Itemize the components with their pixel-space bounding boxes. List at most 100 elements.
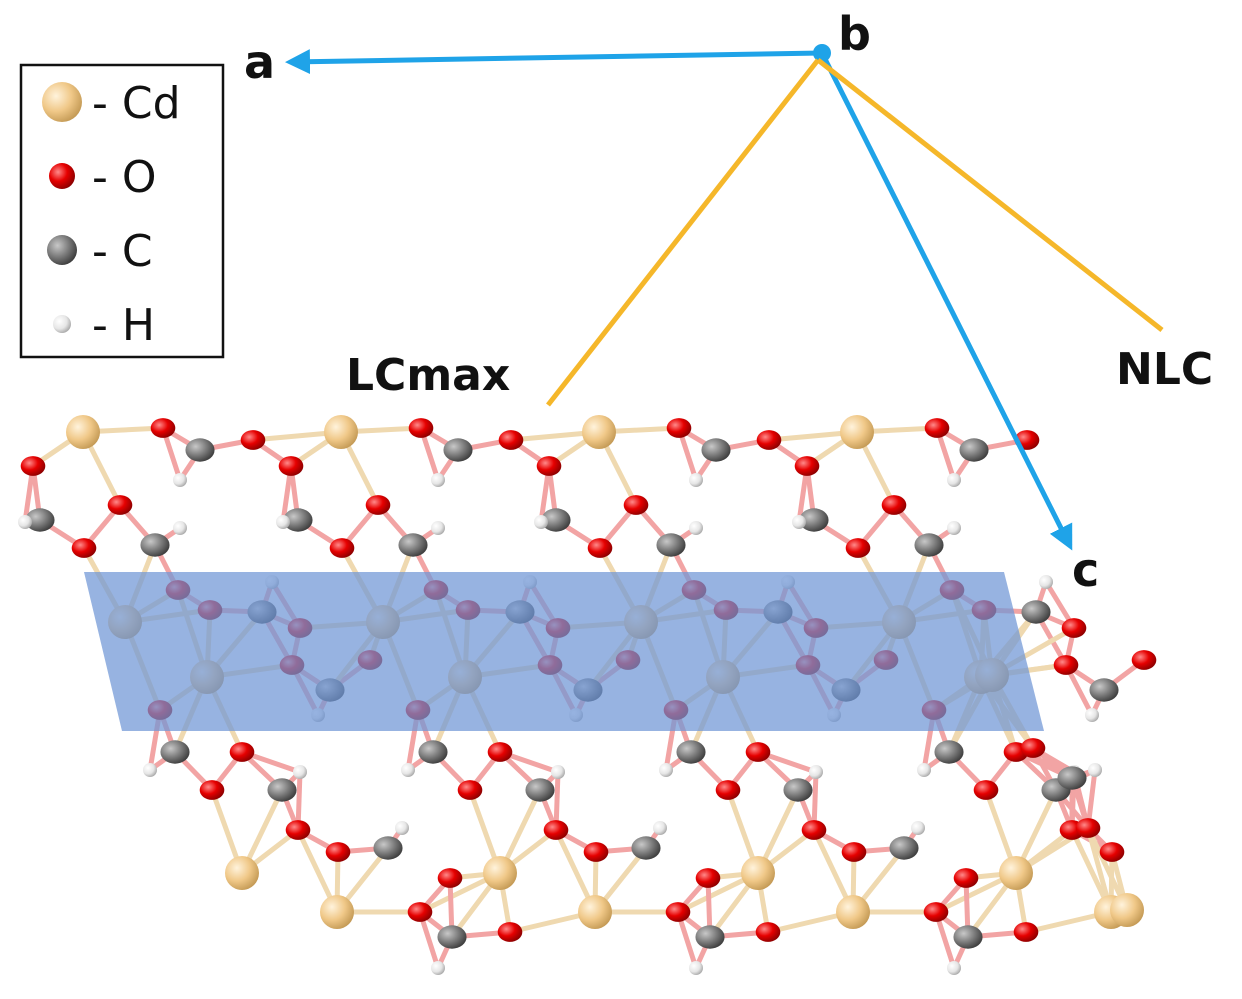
axis-a-arrow: [285, 49, 823, 75]
oxygen-atom: [365, 495, 391, 515]
oxygen-atom: [583, 842, 609, 862]
nlc-label: NLC: [1116, 344, 1213, 395]
cadmium-atom: [66, 415, 100, 449]
carbon-atom: [799, 508, 829, 532]
hydrogen-atom: [143, 763, 157, 777]
oxygen-atom: [666, 418, 692, 438]
hydrogen-atom: [431, 521, 445, 535]
oxygen-atom: [801, 820, 827, 840]
carbon-atom: [1089, 678, 1119, 702]
carbon-atom: [437, 925, 467, 949]
oxygen-atom: [923, 902, 949, 922]
cadmium-atom: [324, 415, 358, 449]
oxygen-atom: [71, 538, 97, 558]
oxygen-atom: [695, 868, 721, 888]
oxygen-atom: [536, 456, 562, 476]
cadmium-atom: [741, 856, 775, 890]
oxygen-atom: [437, 868, 463, 888]
atom-legend: - Cd - O - C - H: [19, 63, 225, 359]
oxygen-atom: [881, 495, 907, 515]
hydrogen-atom: [947, 473, 961, 487]
hydrogen-atom: [689, 521, 703, 535]
carbon-atom: [267, 778, 297, 802]
hydrogen-atom: [551, 765, 565, 779]
carbon-atom-sphere-icon: [47, 235, 77, 265]
oxygen-atom: [487, 742, 513, 762]
carbon-atom: [889, 836, 919, 860]
hydrogen-atom: [917, 763, 931, 777]
cadmium-atom: [1110, 893, 1144, 927]
legend-label-c: - C: [92, 226, 153, 277]
carbon-atom: [283, 508, 313, 532]
cadmium-atom: [836, 895, 870, 929]
hydrogen-atom: [293, 765, 307, 779]
hydrogen-atom: [1039, 575, 1053, 589]
carbon-atom: [953, 925, 983, 949]
oxygen-atom: [229, 742, 255, 762]
cadmium-atom: [840, 415, 874, 449]
cadmium-atom: [320, 895, 354, 929]
oxygen-atom: [325, 842, 351, 862]
oxygen-atom: [1053, 655, 1079, 675]
hydrogen-atom-sphere-icon: [53, 315, 71, 333]
cadmium-atom: [578, 895, 612, 929]
oxygen-atom: [924, 418, 950, 438]
oxygen-atom: [278, 456, 304, 476]
hydrogen-atom: [809, 765, 823, 779]
legend-label-cd: - Cd: [92, 78, 181, 129]
carbon-atom: [1021, 600, 1051, 624]
carbon-atom: [631, 836, 661, 860]
hydrogen-atom: [792, 515, 806, 529]
carbon-atom: [934, 740, 964, 764]
cadmium-atom: [999, 856, 1033, 890]
axis-c-arrow: [819, 51, 1073, 551]
oxygen-atom: [794, 456, 820, 476]
cadmium-atom: [582, 415, 616, 449]
hydrogen-atom: [395, 821, 409, 835]
oxygen-atom: [457, 780, 483, 800]
oxygen-atom: [408, 418, 434, 438]
carbon-atom: [418, 740, 448, 764]
oxygen-atom: [1013, 922, 1039, 942]
carbon-atom: [398, 533, 428, 557]
oxygen-atom: [841, 842, 867, 862]
oxygen-atom: [199, 780, 225, 800]
oxygen-atom: [623, 495, 649, 515]
lcmax-label: LCmax: [346, 350, 510, 401]
axis-b-label: b: [838, 7, 871, 61]
carbon-atom: [140, 533, 170, 557]
hydrogen-atom: [173, 521, 187, 535]
hydrogen-atom: [173, 473, 187, 487]
hydrogen-atom: [18, 515, 32, 529]
hydrogen-atom: [276, 515, 290, 529]
oxygen-atom: [543, 820, 569, 840]
oxygen-atom: [1061, 618, 1087, 638]
axis-a-label: a: [244, 35, 275, 89]
oxygen-atom: [240, 430, 266, 450]
highlighted-layer-band: [84, 572, 1044, 731]
oxygen-atom: [665, 902, 691, 922]
hydrogen-atom: [1088, 763, 1102, 777]
direction-lines: LCmax NLC: [346, 58, 1213, 407]
hydrogen-atom: [431, 961, 445, 975]
axis-vectors: a b c: [244, 7, 1099, 597]
axis-b-origin-dot: [813, 44, 831, 62]
cadmium-atom: [483, 856, 517, 890]
carbon-atom: [525, 778, 555, 802]
oxygen-atom: [1020, 738, 1046, 758]
oxygen-atom: [756, 430, 782, 450]
hydrogen-atom: [401, 763, 415, 777]
carbon-atom: [695, 925, 725, 949]
hydrogen-atom: [659, 763, 673, 777]
carbon-atom: [914, 533, 944, 557]
oxygen-atom: [1131, 650, 1157, 670]
carbon-atom: [185, 438, 215, 462]
hydrogen-atom: [431, 473, 445, 487]
carbon-atom: [373, 836, 403, 860]
hydrogen-atom: [653, 821, 667, 835]
carbon-atom: [541, 508, 571, 532]
legend-label-o: - O: [92, 152, 157, 203]
legend-label-h: - H: [92, 300, 155, 351]
